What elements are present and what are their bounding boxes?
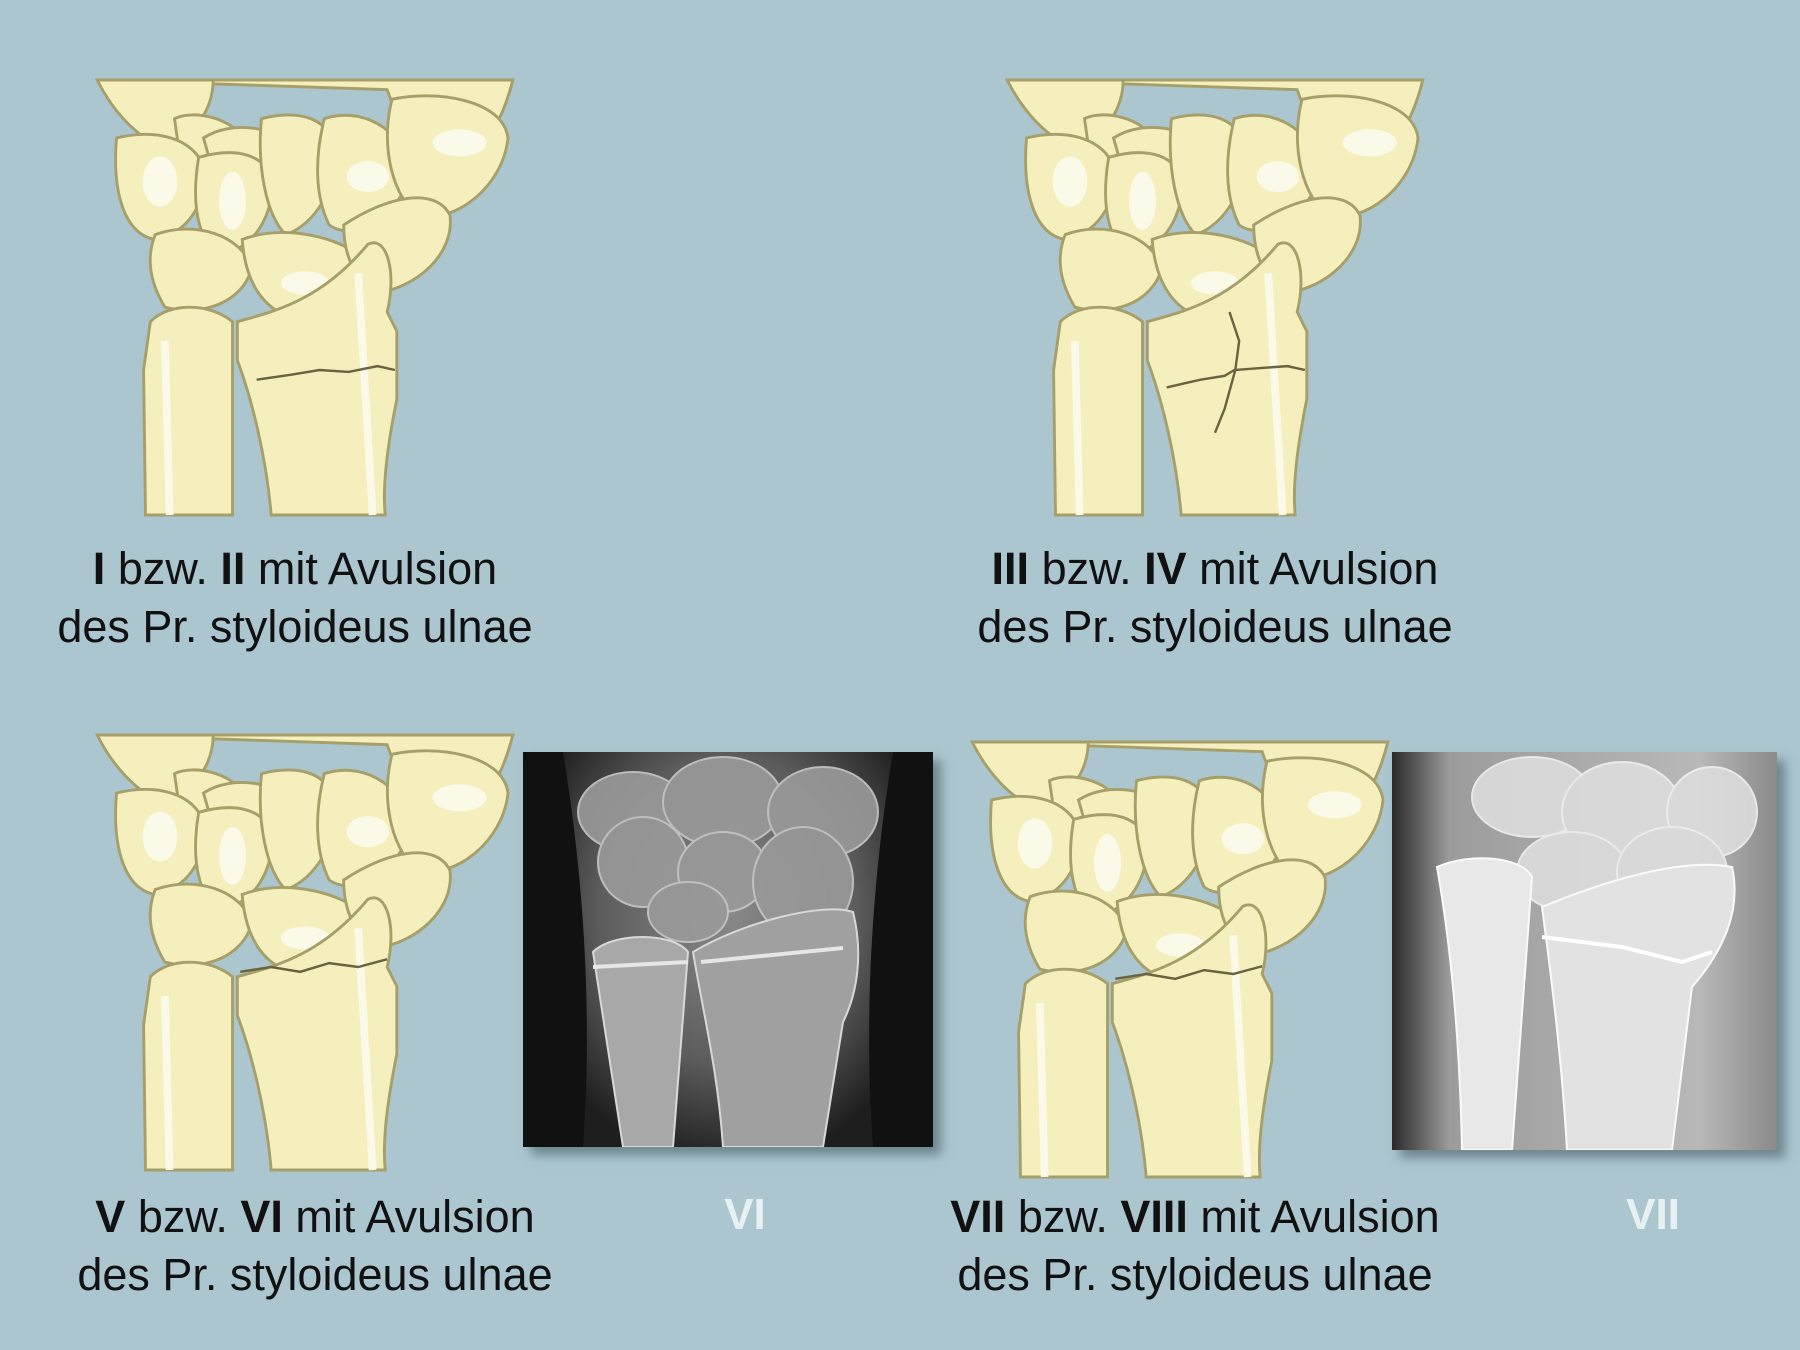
caption-top-left: I bzw. II mit Avulsion des Pr. styloideu… [40, 540, 550, 656]
caption-line1: V bzw. VI mit Avulsion [95, 1191, 535, 1242]
xray-image-2 [1392, 752, 1777, 1150]
xray-image-1 [523, 752, 933, 1147]
xray-label-2: VII [1626, 1190, 1680, 1239]
caption-top-right: III bzw. IV mit Avulsion des Pr. styloid… [955, 540, 1475, 656]
fracture-line [240, 958, 388, 974]
caption-line2: des Pr. styloideus ulnae [957, 1249, 1433, 1300]
fracture-line [1115, 965, 1263, 981]
wrist-illustration-3 [95, 733, 515, 1170]
caption-line1: VII bzw. VIII mit Avulsion [950, 1191, 1440, 1242]
caption-line2: des Pr. styloideus ulnae [977, 601, 1453, 652]
caption-bottom-right: VII bzw. VIII mit Avulsion des Pr. stylo… [930, 1188, 1460, 1304]
caption-line1: I bzw. II mit Avulsion [92, 543, 498, 594]
caption-bottom-left: V bzw. VI mit Avulsion des Pr. styloideu… [60, 1188, 570, 1304]
wrist-illustration-1 [95, 78, 515, 515]
fracture-line [256, 364, 396, 381]
xray-label-1: VI [724, 1190, 766, 1239]
caption-line2: des Pr. styloideus ulnae [57, 601, 533, 652]
fracture-line-intraarticular [1213, 311, 1241, 434]
wrist-illustration-2 [1005, 78, 1425, 515]
wrist-illustration-4 [970, 740, 1390, 1177]
caption-line2: des Pr. styloideus ulnae [77, 1249, 553, 1300]
caption-line1: III bzw. IV mit Avulsion [991, 543, 1439, 594]
